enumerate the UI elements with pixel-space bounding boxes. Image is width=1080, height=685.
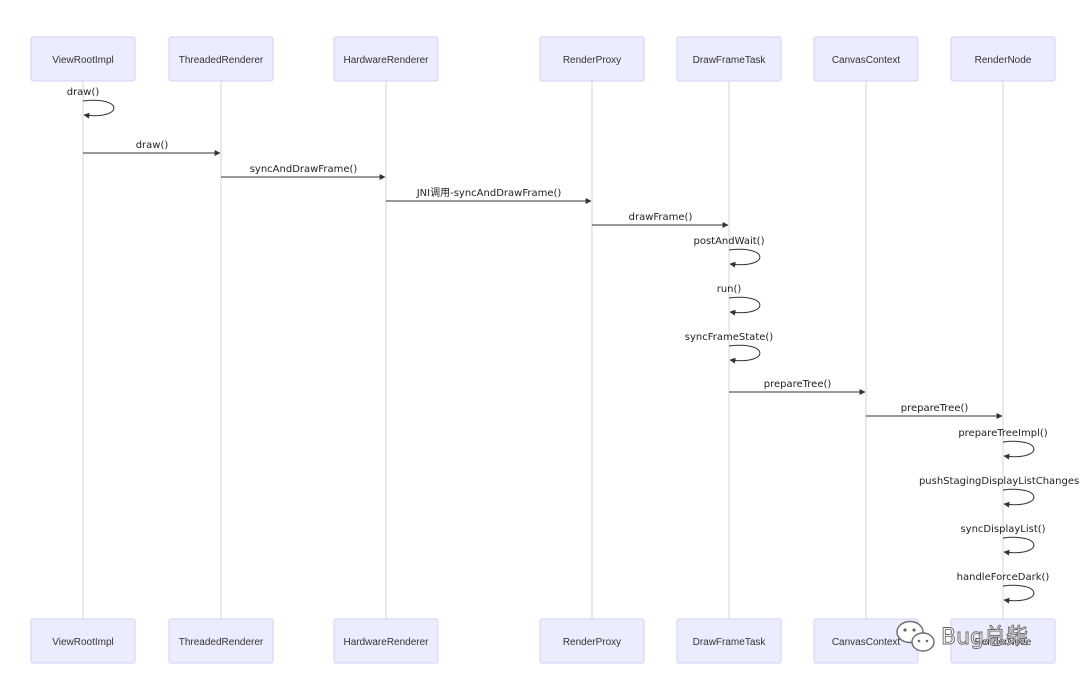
participant-label: CanvasContext: [832, 637, 901, 648]
message-sync-display-list: syncDisplayList(): [960, 524, 1046, 556]
participant-hardware-renderer-bottom: HardwareRenderer: [333, 618, 439, 664]
wechat-icon: [896, 620, 935, 652]
message-label: drawFrame(): [629, 212, 693, 223]
self-message-arrow: [1002, 536, 1035, 556]
participant-render-node-bottom: RenderNode: [950, 618, 1056, 664]
participant-label: DrawFrameTask: [693, 637, 767, 648]
message-label: syncAndDrawFrame(): [250, 164, 358, 175]
message-prepare-tree-impl: prepareTreeImpl(): [958, 428, 1048, 460]
watermark: Bug总柴: [896, 620, 1028, 652]
self-message-arrow: [728, 344, 761, 364]
participant-render-proxy-bottom: RenderProxy: [539, 618, 645, 664]
message-label: pushStagingDisplayListChanges(): [919, 476, 1080, 487]
message-push-staging-display-list-changes: pushStagingDisplayListChanges(): [919, 476, 1080, 508]
participant-label: ThreadedRenderer: [179, 637, 264, 648]
message-prepare-tree: prepareTree(): [866, 403, 1003, 419]
participant-label: RenderNode: [975, 55, 1032, 66]
participant-hardware-renderer-top: HardwareRenderer: [333, 36, 439, 82]
message-jni-sync-and-draw-frame: JNI调用-syncAndDrawFrame(): [386, 187, 592, 204]
participant-label: ViewRootImpl: [52, 637, 114, 648]
self-message-arrow: [82, 99, 115, 119]
message-label: prepareTree(): [901, 403, 969, 414]
participant-box: [950, 618, 1056, 664]
participant-box: [168, 36, 274, 82]
participant-draw-frame-task-bottom: DrawFrameTask: [676, 618, 782, 664]
watermark-text: Bug总柴: [941, 625, 1028, 650]
messages: draw() draw() syncAndDrawFrame() JNI调用-sync…: [67, 87, 1080, 604]
message-label: prepareTreeImpl(): [958, 428, 1047, 439]
lifelines: [82, 81, 1004, 619]
message-sync-frame-state: syncFrameState(): [685, 332, 773, 364]
participant-box: [168, 618, 274, 664]
participant-label: RenderProxy: [563, 55, 621, 66]
participants: ViewRootImplViewRootImplThreadedRenderer…: [30, 36, 1056, 664]
participant-label: ThreadedRenderer: [179, 55, 264, 66]
participant-label: CanvasContext: [832, 55, 901, 66]
message-draw: draw(): [67, 87, 115, 119]
participant-box: [539, 36, 645, 82]
participant-render-node-top: RenderNode: [950, 36, 1056, 82]
message-label: run(): [717, 284, 742, 295]
participant-label: HardwareRenderer: [343, 637, 429, 648]
self-message-arrow: [728, 248, 761, 268]
message-label: prepareTree(): [764, 379, 832, 390]
participant-threaded-renderer-top: ThreadedRenderer: [168, 36, 274, 82]
participant-box: [950, 36, 1056, 82]
self-message-arrow: [1002, 488, 1035, 508]
message-draw-frame: drawFrame(): [592, 212, 729, 228]
participant-box: [813, 36, 919, 82]
message-label: postAndWait(): [693, 236, 764, 247]
participant-box: [676, 36, 782, 82]
participant-label: RenderProxy: [563, 637, 621, 648]
self-message-arrow: [728, 296, 761, 316]
message-label: draw(): [136, 140, 169, 151]
message-run: run(): [717, 284, 761, 316]
message-draw: draw(): [83, 140, 221, 156]
message-label: handleForceDark(): [957, 572, 1050, 583]
participant-label: ViewRootImpl: [52, 55, 114, 66]
participant-box: [30, 618, 136, 664]
participant-view-root-impl-top: ViewRootImpl: [30, 36, 136, 82]
participant-box: [676, 618, 782, 664]
participant-view-root-impl-bottom: ViewRootImpl: [30, 618, 136, 664]
participant-threaded-renderer-bottom: ThreadedRenderer: [168, 618, 274, 664]
participant-box: [539, 618, 645, 664]
self-message-arrow: [1002, 440, 1035, 460]
participant-box: [333, 36, 439, 82]
message-post-and-wait: postAndWait(): [693, 236, 765, 268]
self-message-arrow: [1002, 584, 1035, 604]
participant-draw-frame-task-top: DrawFrameTask: [676, 36, 782, 82]
message-label: syncFrameState(): [685, 332, 773, 343]
message-sync-and-draw-frame: syncAndDrawFrame(): [221, 164, 386, 180]
participant-render-proxy-top: RenderProxy: [539, 36, 645, 82]
participant-label: DrawFrameTask: [693, 55, 767, 66]
message-prepare-tree: prepareTree(): [729, 379, 866, 395]
participant-canvas-context-top: CanvasContext: [813, 36, 919, 82]
participant-label: RenderNode: [975, 637, 1032, 648]
message-handle-force-dark: handleForceDark(): [957, 572, 1050, 604]
message-label: draw(): [67, 87, 100, 98]
message-label: syncDisplayList(): [960, 524, 1045, 535]
participant-box: [333, 618, 439, 664]
participant-label: HardwareRenderer: [343, 55, 429, 66]
participant-box: [30, 36, 136, 82]
message-label: JNI调用-syncAndDrawFrame(): [416, 187, 562, 199]
